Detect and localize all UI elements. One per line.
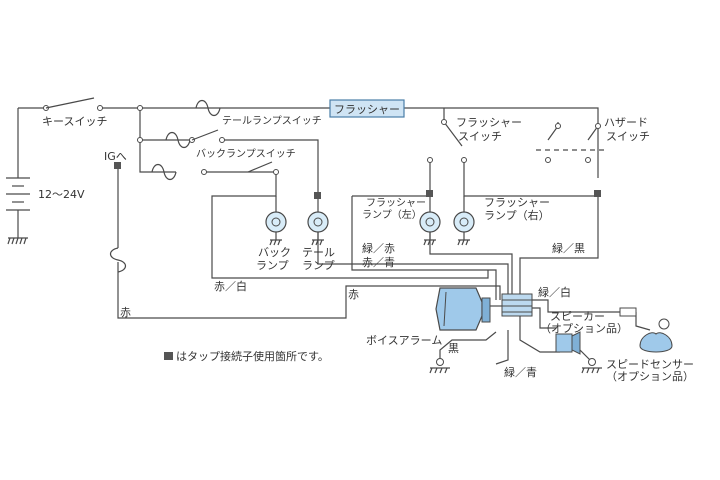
voice-alarm-label: ボイスアラーム xyxy=(366,334,442,347)
tap-connectors xyxy=(114,162,601,360)
wire-black-label: 黒 xyxy=(448,342,459,355)
junction-nodes xyxy=(137,105,601,163)
tail-lamp-switch xyxy=(189,129,225,143)
tail-lamp-switch-label: テールランプスイッチ xyxy=(222,115,322,127)
to-ig-label: IGへ xyxy=(104,150,127,163)
wire-green-black-label: 緑／黒 xyxy=(552,241,585,255)
battery-symbol xyxy=(6,177,30,245)
wire-green-white-label: 緑／白 xyxy=(538,285,571,299)
speaker-label-1: スピーカー xyxy=(550,310,605,323)
flasher-switch-label-2: スイッチ xyxy=(458,130,502,143)
wire-red-blue-label: 赤／青 xyxy=(362,256,395,269)
wire-red-white-label: 赤／白 xyxy=(214,279,247,293)
back-lamp-switch xyxy=(201,161,279,175)
ground-symbols xyxy=(429,358,602,374)
wire-green-red-label: 緑／赤 xyxy=(362,241,395,255)
flasher-unit: フラッシャー xyxy=(329,99,405,118)
back-lamp-label-1: バック xyxy=(258,246,291,259)
flasher-switch-label-1: フラッシャー xyxy=(456,116,522,129)
speed-sensor-label-1: スピードセンサー xyxy=(606,358,694,371)
hazard-switch-label-2: スイッチ xyxy=(606,130,650,143)
flasher-lamp-right-label-2: ランプ（右） xyxy=(484,208,550,222)
speed-sensor xyxy=(619,307,673,353)
flasher-lamp-right xyxy=(453,196,475,246)
speaker xyxy=(555,331,581,355)
labels: キースイッチ 12〜24V テールランプスイッチ バックランプスイッチ IGへ … xyxy=(38,115,694,383)
flasher-lamp-left-label-2: ランプ（左） xyxy=(362,208,422,221)
speed-sensor-label-2: （オプション品） xyxy=(606,370,694,383)
hazard-switch-label-1: ハザード xyxy=(604,116,648,129)
back-lamp-label-2: ランプ xyxy=(256,259,289,272)
key-switch xyxy=(43,97,103,111)
key-switch-label: キースイッチ xyxy=(42,115,107,128)
fuse-back xyxy=(151,163,177,181)
tail-lamp xyxy=(307,211,329,246)
fuse-top xyxy=(195,99,221,117)
wire-red-label-2: 赤 xyxy=(120,306,131,319)
back-lamp-switch-label: バックランプスイッチ xyxy=(196,148,296,160)
fuse-tail xyxy=(165,131,191,149)
voice-alarm xyxy=(435,287,502,331)
back-lamp xyxy=(265,196,287,246)
harness-connector xyxy=(501,293,533,317)
wire-red-label-1: 赤 xyxy=(348,288,359,301)
flasher-lamp-left-label-1: フラッシャー xyxy=(366,197,426,209)
flasher-lamp-left xyxy=(419,211,441,246)
flasher-lamp-right-label-1: フラッシャー xyxy=(484,196,550,209)
tail-lamp-label-2: ランプ xyxy=(302,259,335,272)
voltage-label: 12〜24V xyxy=(38,188,85,201)
tail-lamp-label-1: テール xyxy=(302,246,335,259)
fuse-ig xyxy=(109,247,127,273)
wire-green-blue-label: 緑／青 xyxy=(504,365,537,379)
flasher-label: フラッシャー xyxy=(334,103,400,116)
tap-note: はタップ接続子使用箇所です。 xyxy=(176,349,329,363)
speaker-label-2: （オプション品） xyxy=(540,322,628,335)
